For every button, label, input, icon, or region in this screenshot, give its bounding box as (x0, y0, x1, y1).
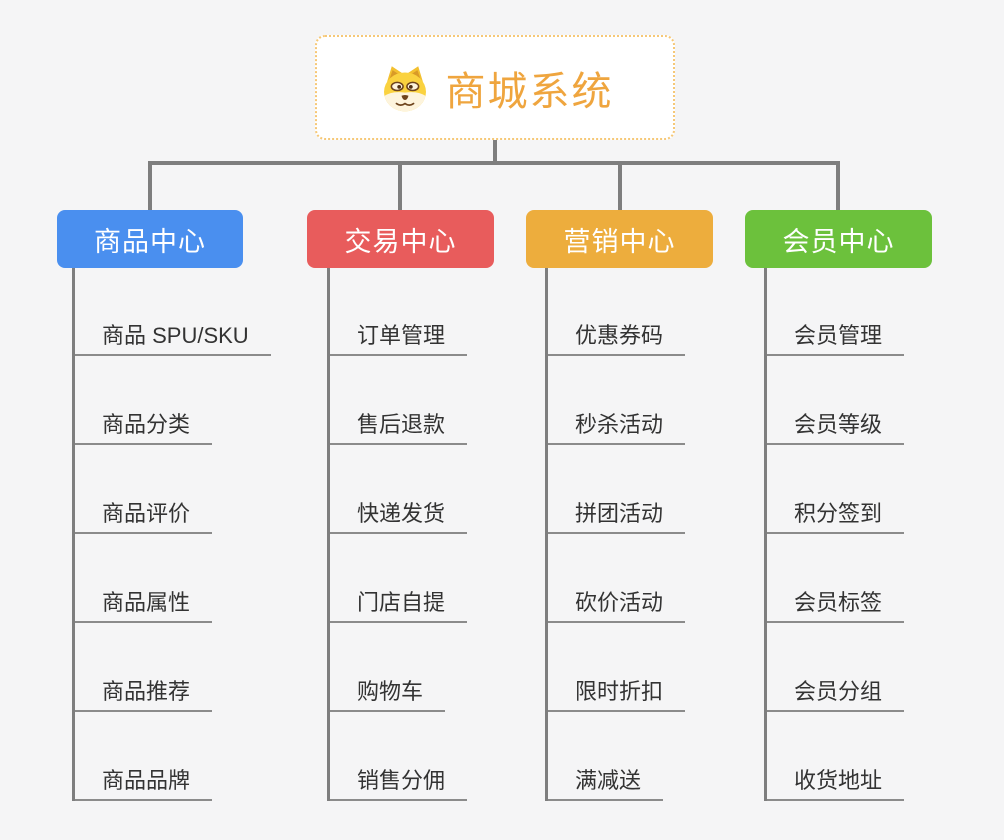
branch-node-marketing-center[interactable]: 营销中心 (526, 210, 713, 268)
dog-face-icon (377, 62, 433, 114)
branch-node-member-center[interactable]: 会员中心 (745, 210, 932, 268)
leaf-topic[interactable]: 快递发货 (330, 500, 468, 534)
root-node[interactable]: 商城系统 (315, 35, 675, 140)
leaf-topic[interactable]: 限时折扣 (548, 678, 686, 712)
leaf-topic[interactable]: 拼团活动 (548, 500, 686, 534)
leaf-topic[interactable]: 砍价活动 (548, 589, 686, 623)
branch-node-trade-center[interactable]: 交易中心 (307, 210, 494, 268)
branch-children-member-center: 会员管理 会员等级 积分签到 会员标签 会员分组 收货地址 (764, 268, 905, 801)
branch-children-trade-center: 订单管理 售后退款 快递发货 门店自提 购物车 销售分佣 (327, 268, 468, 801)
connector-drop-branch-3 (618, 161, 622, 210)
connector-root-stub (493, 140, 497, 165)
leaf-topic[interactable]: 会员管理 (767, 322, 905, 356)
branch-children-marketing-center: 优惠券码 秒杀活动 拼团活动 砍价活动 限时折扣 满减送 (545, 268, 686, 801)
leaf-topic[interactable]: 销售分佣 (330, 767, 468, 801)
leaf-topic[interactable]: 会员分组 (767, 678, 905, 712)
leaf-topic[interactable]: 会员等级 (767, 411, 905, 445)
leaf-topic[interactable]: 会员标签 (767, 589, 905, 623)
leaf-topic[interactable]: 售后退款 (330, 411, 468, 445)
leaf-topic[interactable]: 优惠券码 (548, 322, 686, 356)
leaf-topic[interactable]: 商品推荐 (75, 678, 213, 712)
connector-drop-branch-2 (398, 161, 402, 210)
leaf-topic[interactable]: 购物车 (330, 678, 446, 712)
leaf-topic[interactable]: 秒杀活动 (548, 411, 686, 445)
branch-node-product-center[interactable]: 商品中心 (57, 210, 243, 268)
root-title: 商城系统 (445, 69, 614, 114)
leaf-topic[interactable]: 商品品牌 (75, 767, 213, 801)
leaf-topic[interactable]: 商品属性 (75, 589, 213, 623)
connector-drop-branch-4 (836, 161, 840, 210)
leaf-topic[interactable]: 商品分类 (75, 411, 213, 445)
leaf-topic[interactable]: 商品评价 (75, 500, 213, 534)
leaf-topic[interactable]: 满减送 (548, 767, 664, 801)
branch-children-product-center: 商品 SPU/SKU 商品分类 商品评价 商品属性 商品推荐 商品品牌 (72, 268, 271, 801)
leaf-topic[interactable]: 商品 SPU/SKU (75, 322, 271, 356)
leaf-topic[interactable]: 订单管理 (330, 322, 468, 356)
leaf-topic[interactable]: 收货地址 (767, 767, 905, 801)
leaf-topic[interactable]: 门店自提 (330, 589, 468, 623)
connector-horizontal-line (148, 161, 840, 165)
connector-drop-branch-1 (148, 161, 152, 210)
leaf-topic[interactable]: 积分签到 (767, 500, 905, 534)
